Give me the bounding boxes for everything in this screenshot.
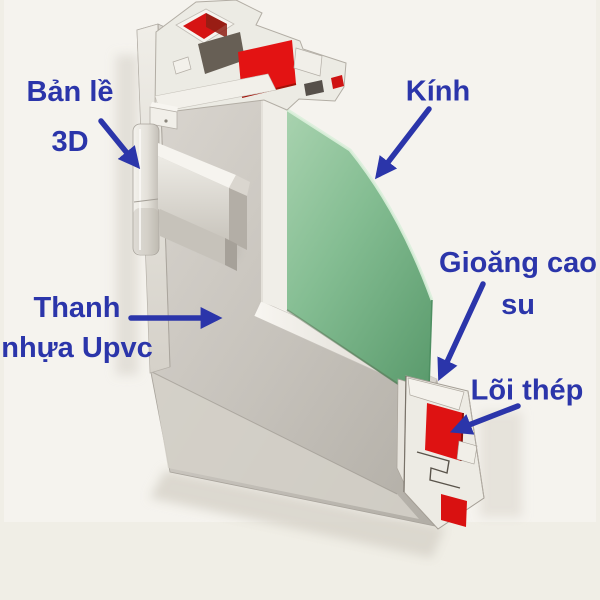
glass-pane: [265, 94, 434, 397]
label-glass-line1: Kính: [405, 75, 471, 108]
arrow-to-gasket: [437, 281, 486, 381]
top-cross-section: [154, 0, 347, 114]
label-upvc-line1: Thanh: [33, 292, 121, 324]
label-upvc-line2: nhựa Upvc: [1, 332, 153, 364]
label-hinge-3d: Bản lề 3D: [15, 67, 125, 167]
arrow-to-hinge: [98, 118, 141, 170]
soft-shadows: [116, 55, 522, 558]
label-gasket-line1: Gioăng cao: [439, 247, 597, 279]
label-rubber-gasket: Gioăng cao su: [439, 242, 597, 326]
hinge-arm-front: [158, 156, 229, 241]
hinge-arm-end: [229, 188, 247, 250]
steel-core-bottom-lower: [441, 494, 467, 527]
label-steel-line1: Lõi thép: [470, 374, 584, 407]
label-hinge-line2: 3D: [51, 126, 89, 158]
label-steel-core: Lõi thép: [471, 375, 584, 408]
label-gasket-line2: su: [501, 289, 535, 321]
profile-chamber: [198, 32, 245, 74]
arrow-to-steel: [449, 403, 521, 435]
label-glass: Kính: [406, 76, 470, 109]
arrow-to-glass: [374, 106, 432, 180]
hinge-arm-top: [158, 143, 236, 188]
label-hinge-line1: Bản lề: [26, 76, 114, 108]
label-upvc-bar: Thanh nhựa Upvc: [0, 288, 156, 368]
glazing-bead: [261, 99, 289, 311]
annotation-arrows: [98, 106, 521, 435]
rail-bottom-chamfer: [152, 372, 419, 519]
